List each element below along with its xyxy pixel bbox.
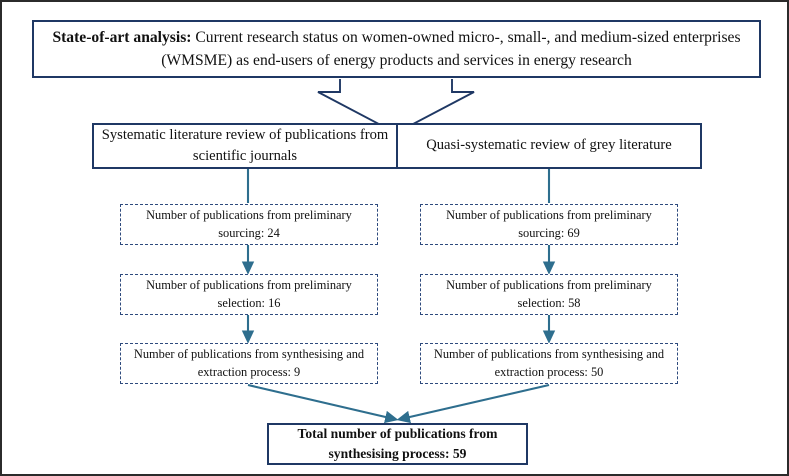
branch-title-systematic-label: Systematic literature review of publicat… [101,126,389,164]
step-label-systematic-sourcing: Number of publications from preliminary … [146,207,352,240]
connector-left-step3-to-total [247,383,399,424]
branch-title-systematic: Systematic literature review of publicat… [92,123,398,169]
step-label-systematic-selection: Number of publications from preliminary … [146,277,352,310]
step-box-systematic-sourcing: Number of publications from preliminary … [120,204,378,245]
total-box: Total number of publications from synthe… [267,423,528,465]
step-label-grey-synthesis: Number of publications from synthesising… [433,346,665,379]
total-label: Total number of publications from synthe… [297,425,498,461]
step-box-systematic-selection: Number of publications from preliminary … [120,274,378,315]
connector-right-step3-to-total [396,383,550,424]
header-box: State-of-art analysis: Current research … [32,20,761,78]
step-box-grey-sourcing: Number of publications from preliminary … [420,204,678,245]
step-label-grey-sourcing: Number of publications from preliminary … [446,207,652,240]
step-box-grey-synthesis: Number of publications from synthesising… [420,343,678,384]
header-body: Current research status on women-owned m… [161,28,741,69]
step-box-systematic-synthesis: Number of publications from synthesising… [120,343,378,384]
branch-title-grey-label: Quasi-systematic review of grey literatu… [426,137,672,154]
step-label-grey-selection: Number of publications from preliminary … [446,277,652,310]
header-bold-label: State-of-art analysis: [52,28,192,46]
branch-title-grey: Quasi-systematic review of grey literatu… [396,123,702,169]
step-label-systematic-synthesis: Number of publications from synthesising… [133,346,365,379]
header-text: State-of-art analysis: Current research … [48,26,745,73]
step-box-grey-selection: Number of publications from preliminary … [420,274,678,315]
